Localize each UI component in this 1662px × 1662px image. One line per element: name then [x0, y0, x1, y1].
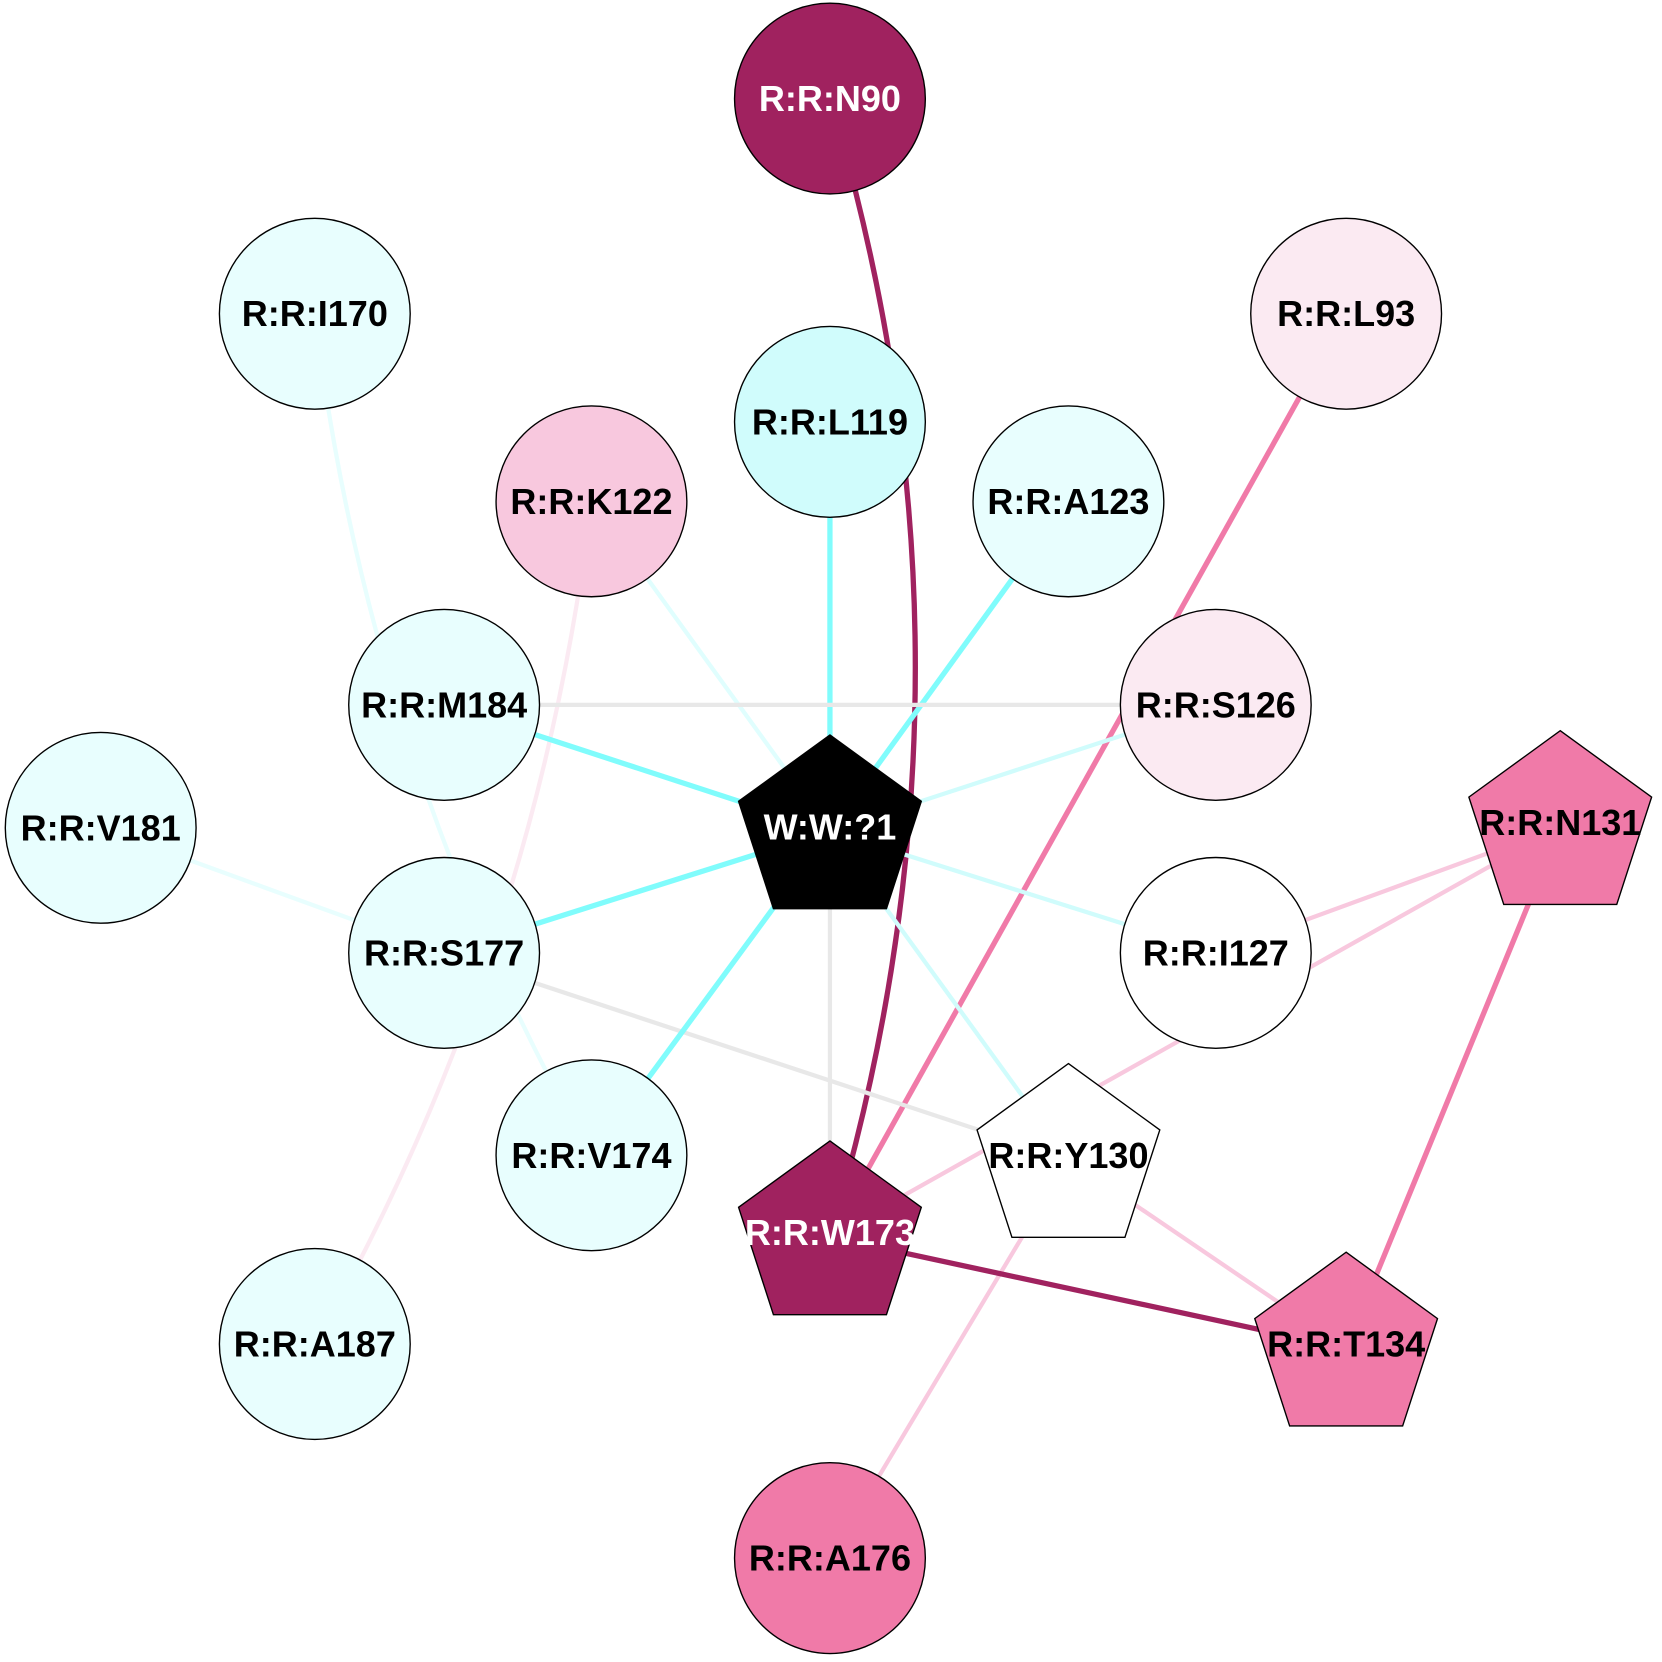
- node-A187[interactable]: R:R:A187: [218, 1247, 411, 1441]
- node-label: R:R:T134: [1267, 1324, 1425, 1365]
- node-circle: [733, 2, 927, 195]
- node-T134[interactable]: R:R:T134: [1253, 1251, 1439, 1427]
- node-I170[interactable]: R:R:I170: [218, 217, 411, 410]
- node-circle: [218, 1247, 411, 1441]
- node-pentagon: [1468, 729, 1653, 906]
- node-label: W:W:?1: [764, 806, 897, 847]
- node-circle: [218, 217, 411, 410]
- node-label: R:R:S177: [364, 932, 524, 973]
- node-S177[interactable]: R:R:S177: [348, 856, 541, 1049]
- node-circle: [733, 1462, 927, 1655]
- node-N131[interactable]: R:R:N131: [1468, 729, 1653, 906]
- node-M184[interactable]: R:R:M184: [348, 608, 541, 801]
- node-L93[interactable]: R:R:L93: [1250, 217, 1443, 410]
- node-circle: [348, 608, 541, 801]
- node-label: R:R:A123: [987, 481, 1149, 522]
- edge-S177-Y130: [443, 950, 1070, 1162]
- node-pentagon: [737, 1140, 923, 1316]
- node-label: R:R:S126: [1136, 684, 1296, 725]
- node-S126[interactable]: R:R:S126: [1119, 608, 1312, 801]
- node-V174[interactable]: R:R:V174: [495, 1059, 688, 1252]
- node-circle: [495, 1059, 688, 1252]
- node-V181[interactable]: R:R:V181: [4, 731, 197, 924]
- node-label: R:R:A176: [749, 1538, 911, 1579]
- node-label: R:R:I170: [242, 293, 388, 334]
- node-circle: [972, 405, 1165, 598]
- node-K122[interactable]: R:R:K122: [495, 405, 688, 598]
- edge-N131-T134: [1343, 825, 1563, 1350]
- node-pentagon: [737, 734, 923, 910]
- node-circle: [4, 731, 197, 924]
- edge-N90-W173: [827, 97, 918, 1238]
- node-L119[interactable]: R:R:L119: [733, 325, 927, 518]
- node-pentagon: [976, 1062, 1161, 1238]
- node-pentagon: [1253, 1251, 1439, 1427]
- node-circle: [1250, 217, 1443, 410]
- node-label: R:R:A187: [234, 1324, 396, 1365]
- node-label: R:R:N90: [759, 78, 901, 119]
- node-label: R:R:V174: [511, 1135, 671, 1176]
- node-label: R:R:M184: [361, 684, 527, 725]
- node-circle: [495, 405, 688, 598]
- node-W1[interactable]: W:W:?1: [737, 734, 923, 910]
- node-label: R:R:V181: [21, 807, 181, 848]
- node-label: R:R:Y130: [988, 1135, 1148, 1176]
- node-circle: [1119, 608, 1312, 801]
- node-Y130[interactable]: R:R:Y130: [976, 1062, 1161, 1238]
- node-circle: [1119, 856, 1312, 1049]
- node-circle: [733, 325, 927, 518]
- node-label: R:R:W173: [745, 1212, 915, 1253]
- node-N90[interactable]: R:R:N90: [733, 2, 927, 195]
- node-label: R:R:L93: [1277, 293, 1415, 334]
- node-label: R:R:K122: [510, 481, 672, 522]
- node-I127[interactable]: R:R:I127: [1119, 856, 1312, 1049]
- node-A123[interactable]: R:R:A123: [972, 405, 1165, 598]
- node-A176[interactable]: R:R:A176: [733, 1462, 927, 1655]
- node-W173[interactable]: R:R:W173: [737, 1140, 923, 1316]
- node-label: R:R:I127: [1143, 932, 1289, 973]
- node-circle: [348, 856, 541, 1049]
- edge-L93-W173: [827, 312, 1349, 1239]
- node-label: R:R:L119: [752, 401, 908, 442]
- node-label: R:R:N131: [1479, 802, 1641, 843]
